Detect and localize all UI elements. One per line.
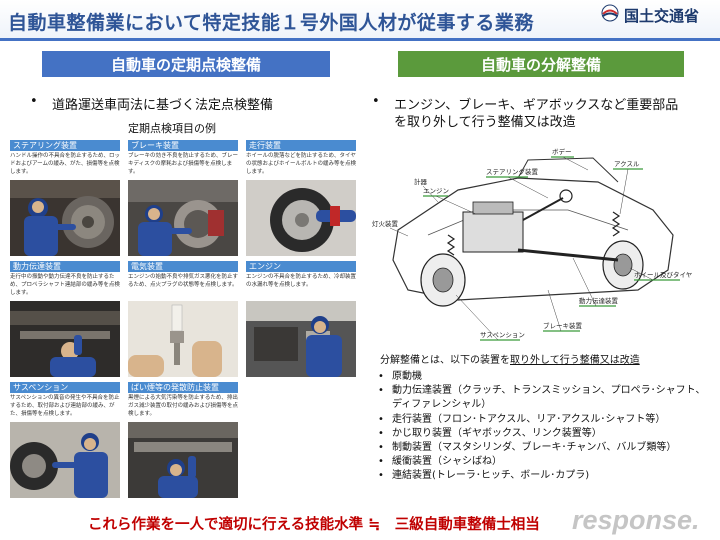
inspection-card-electrical: 電気装置 エンジンの始動不良や排気ガス悪化を防止するため、点火プラグの状態等を点… xyxy=(128,261,238,379)
card-title: エンジン xyxy=(246,261,356,272)
card-title: ステアリング装置 xyxy=(10,140,120,151)
response-watermark: response. xyxy=(572,505,700,535)
label-brake: ブレーキ装置 xyxy=(543,321,583,330)
skill-level-note: これら作業を一人で適切に行える技能水準 ≒ 三級自動車整備士相当 xyxy=(88,517,540,533)
title-divider xyxy=(0,38,720,41)
label-gauges: 計器 xyxy=(414,177,428,186)
list-item: 制動装置（マスタシリンダ、ブレーキ･チャンバ、バルブ類等） xyxy=(378,441,705,455)
overhaul-definition: 分解整備とは、以下の装置を取り外して行う整備又は改造 xyxy=(380,351,640,366)
brake-inspection-photo xyxy=(128,180,238,256)
overhaul-bullet-line-2: を取り外して行う整備又は改造 xyxy=(394,115,576,130)
inspection-card-brake: ブレーキ装置 ブレーキの効き不良を防止するため、ブレーキディスクの摩耗および損傷… xyxy=(128,140,238,258)
inspection-card-running-gear: 走行装置 ホイールの脱落などを防止するため、タイヤの状態およびホイールボルトの緩… xyxy=(246,140,356,258)
label-engine: エンジン xyxy=(423,187,449,195)
card-description: 黒煙による大気汚染等を防止するため、排出ガス減少装置の取付の緩みおよび損傷等を点… xyxy=(128,395,238,417)
card-description: エンジンの不具合を防止するため、冷却装置の水漏れ等を点検します。 xyxy=(246,274,356,288)
label-lights: 灯火装置 xyxy=(372,219,399,228)
overhaul-bullet-line-1: エンジン、ブレーキ、ギアボックスなど重要部品 xyxy=(394,98,679,113)
overhaul-device-list: 原動機 動力伝達装置（クラッチ、トランスミッション、プロペラ･シャフト、 ディフ… xyxy=(378,370,705,484)
ministry-name: 国土交通省 xyxy=(624,7,700,25)
inspection-card-suspension: サスペンション サスペンションの異音の発生や不具合を防止するため、取付部および連… xyxy=(10,382,120,500)
legal-inspection-bullet: 道路運送車両法に基づく法定点検整備 xyxy=(52,98,274,113)
card-description: ホイールの脱落などを防止するため、タイヤの状態およびホイールボルトの緩み等を点検… xyxy=(246,153,356,175)
page-title: 自動車整備業において特定技能１号外国人材が従事する業務 xyxy=(8,12,534,34)
card-title: サスペンション xyxy=(10,382,120,393)
vehicle-component-diagram: ボデー ステアリング装置 アクスル エンジン 計器 灯火装置 ホイール及びタイヤ… xyxy=(368,140,694,345)
tire-inspection-photo xyxy=(246,180,356,256)
inspection-card-emission: ばい煙等の発散防止装置 黒煙による大気汚染等を防止するため、排出ガス減少装置の取… xyxy=(128,382,238,500)
suspension-inspection-photo xyxy=(10,422,120,498)
spark-plug-photo xyxy=(128,301,238,377)
list-item: 緩衝装置（シャシばね） xyxy=(378,455,705,469)
bullet-dot: • xyxy=(372,94,380,109)
title-bar: 自動車整備業において特定技能１号外国人材が従事する業務 国土交通省 xyxy=(0,0,720,40)
periodic-inspection-heading: 自動車の定期点検整備 xyxy=(42,51,330,77)
card-description: ハンドル操作の不具合を防止するため、ロッドおよびアームの緩み、がた、損傷等を点検… xyxy=(10,153,120,175)
label-steering: ステアリング装置 xyxy=(486,167,539,176)
card-title: 動力伝達装置 xyxy=(10,261,120,272)
definition-underlined: 取り外して行う整備又は改造 xyxy=(510,355,640,366)
label-wheel-tire: ホイール及びタイヤ xyxy=(634,270,692,279)
bullet-dot: • xyxy=(30,94,38,109)
overhaul-heading: 自動車の分解整備 xyxy=(398,51,684,77)
card-title: 走行装置 xyxy=(246,140,356,151)
list-item: 連結装置(トレーラ･ヒッチ、ボール･カプラ) xyxy=(378,469,705,483)
card-title: ブレーキ装置 xyxy=(128,140,238,151)
list-item: 動力伝達装置（クラッチ、トランスミッション、プロペラ･シャフト、 xyxy=(378,384,705,398)
card-description: 走行中の振動や動力伝達不良を防止するため、プロペラシャフト連結部の緩み等を点検し… xyxy=(10,274,120,296)
list-item: かじ取り装置（ギヤボックス、リンク装置等） xyxy=(378,427,705,441)
card-description: サスペンションの異音の発生や不具合を防止するため、取付部および連結部の緩み、がた… xyxy=(10,395,120,417)
label-drivetrain: 動力伝達装置 xyxy=(579,296,619,305)
list-item: 走行装置（フロン･トアクスル、リア･アクスル･シャフト等） xyxy=(378,413,705,427)
card-title: 電気装置 xyxy=(128,261,238,272)
drivetrain-inspection-photo xyxy=(10,301,120,377)
card-description: エンジンの始動不良や排気ガス悪化を防止するため、点火プラグの状態等を点検します。 xyxy=(128,274,238,288)
card-title: ばい煙等の発散防止装置 xyxy=(128,382,238,393)
list-item: 原動機 xyxy=(378,370,705,384)
inspection-card-steering: ステアリング装置 ハンドル操作の不具合を防止するため、ロッドおよびアームの緩み、… xyxy=(10,140,120,258)
inspection-photo-grid: ステアリング装置 ハンドル操作の不具合を防止するため、ロッドおよびアームの緩み、… xyxy=(10,140,356,502)
list-item-continuation: ディファレンシャル） xyxy=(392,399,492,411)
definition-prefix: 分解整備とは、以下の装置を xyxy=(380,355,510,366)
engine-inspection-photo xyxy=(246,301,356,377)
emission-inspection-photo xyxy=(128,422,238,498)
inspection-card-engine: エンジン エンジンの不具合を防止するため、冷却装置の水漏れ等を点検します。 xyxy=(246,261,356,379)
steering-inspection-photo xyxy=(10,180,120,256)
card-description: ブレーキの効き不良を防止するため、ブレーキディスクの摩耗および損傷等を点検します… xyxy=(128,153,238,175)
mlit-logo-icon xyxy=(601,4,619,22)
label-suspension: サスペンション xyxy=(480,331,525,339)
inspection-example-caption: 定期点検項目の例 xyxy=(128,122,216,135)
label-body: ボデー xyxy=(552,147,572,156)
label-axle: アクスル xyxy=(614,160,640,168)
inspection-card-drivetrain: 動力伝達装置 走行中の振動や動力伝達不良を防止するため、プロペラシャフト連結部の… xyxy=(10,261,120,379)
